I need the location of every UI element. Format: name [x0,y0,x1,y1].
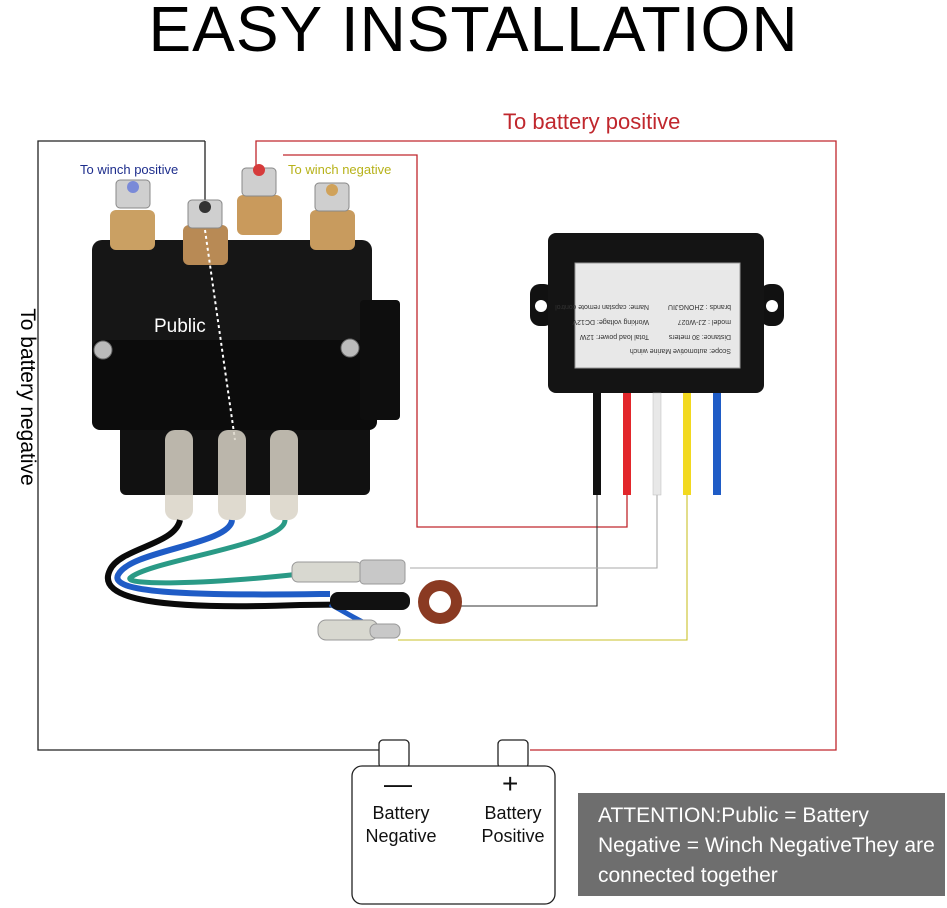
red-receiver-wire [283,154,628,528]
spade-connector [291,559,406,585]
winch-solenoid [92,164,400,520]
receiver-label-line7: Name: capstan remote control [555,303,649,310]
attention-note: ATTENTION:Public = Battery Negative = Wi… [578,793,945,896]
stud-4 [310,182,355,250]
battery-negative-label: To battery negative [16,308,39,486]
black-receiver-wire [440,495,598,607]
page-title: EASY INSTALLATION [148,0,799,65]
winch-negative-label: To winch negative [288,162,392,177]
yellow-receiver-wire [398,495,688,641]
stud-1 [110,179,155,250]
minus-icon: — [384,768,412,799]
stud-2 [183,199,228,265]
wireless-receiver: Scope: automotive Marine winch Distance:… [530,233,784,496]
battery [351,739,556,905]
receiver-label-line3: Total load power: 12W [579,333,649,340]
stud-3 [237,164,282,235]
receiver-label-line6: brands : ZHONGJIU [668,303,731,310]
battery-negative-terminal-label: Battery Negative [365,803,437,846]
battery-positive-wire [255,140,837,751]
receiver-label-line4: model : ZJ-W027 [678,318,731,325]
white-receiver-wire [410,495,658,569]
receiver-label-line2: Distance: 30 meters [668,333,731,340]
battery-positive-label: To battery positive [503,109,681,134]
plus-icon: + [502,768,519,799]
battery-positive-terminal-label: Battery Positive [481,803,545,846]
battery-negative-wire [37,140,380,751]
receiver-label-line1: Scope: automotive Marine winch [630,347,731,354]
winch-positive-label: To winch positive [80,162,179,177]
bullet-connector [317,619,401,641]
public-label: Public [154,316,206,337]
receiver-label-line5: Working voltage: DC12V [572,318,649,325]
ring-terminal [330,580,462,624]
